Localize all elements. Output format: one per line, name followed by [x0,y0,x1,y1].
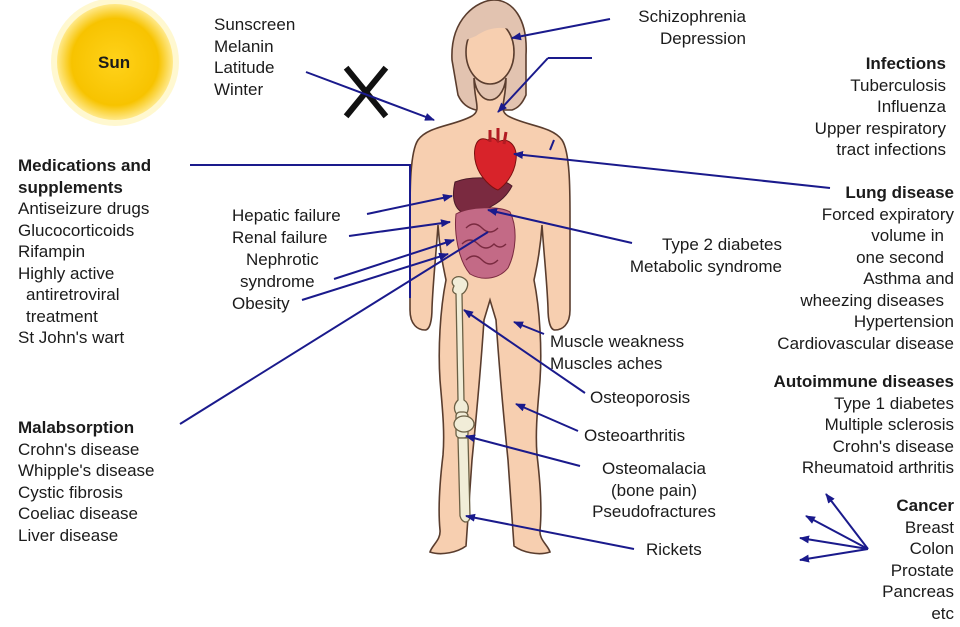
mental-disorders: Schizophrenia Depression [638,6,746,49]
medication-item: Antiseizure drugs [18,198,151,220]
cancer-item: Colon [882,538,954,560]
rickets-label: Rickets [646,539,702,561]
lung-item: Asthma and [777,268,954,290]
cancer-group: Cancer Breast Colon Prostate Pancreas et… [882,495,954,624]
malabsorption-item: Coeliac disease [18,503,154,525]
lung-item: Hypertension [777,311,954,333]
lung-item: Cardiovascular disease [777,333,954,355]
cancer-item: Pancreas [882,581,954,603]
malabsorption-item: Liver disease [18,525,154,547]
autoimmune-item: Rheumatoid arthritis [774,457,954,479]
autoimmune-item: Crohn's disease [774,436,954,458]
sun-blocking-factors: Sunscreen Melanin Latitude Winter [214,14,295,100]
medication-item: St John's wart [18,327,151,349]
metabolic-group: Type 2 diabetes Metabolic syndrome [630,234,782,277]
infections-title: Infections [815,53,946,75]
medication-item: treatment [18,306,151,328]
osteomalacia-item: Osteomalacia [584,458,724,480]
osteomalacia-group: Osteomalacia (bone pain) Pseudofractures [584,458,724,523]
malabsorption-item: Crohn's disease [18,439,154,461]
metabolic-item: Type 2 diabetes [630,234,782,256]
infection-item: tract infections [815,139,946,161]
lung-item: volume in [777,225,954,247]
autoimmune-group: Autoimmune diseases Type 1 diabetes Mult… [774,371,954,479]
autoimmune-title: Autoimmune diseases [774,371,954,393]
lung-item: one second [777,247,954,269]
cancer-item: Breast [882,517,954,539]
renal-failure-label: Renal failure [232,227,327,249]
medication-item: Rifampin [18,241,151,263]
factor-item: Latitude [214,57,295,79]
osteoarthritis-label: Osteoarthritis [584,425,685,447]
medications-title: supplements [18,177,151,199]
infections-group: Infections Tuberculosis Influenza Upper … [815,53,946,161]
malabsorption-title: Malabsorption [18,417,154,439]
mental-item: Depression [638,28,746,50]
medication-item: Glucocorticoids [18,220,151,242]
mental-item: Schizophrenia [638,6,746,28]
autoimmune-item: Type 1 diabetes [774,393,954,415]
infection-item: Influenza [815,96,946,118]
cancer-title: Cancer [882,495,954,517]
osteomalacia-item: Pseudofractures [584,501,724,523]
cancer-item: etc [882,603,954,625]
muscle-group: Muscle weakness Muscles aches [550,331,684,374]
infection-item: Upper respiratory [815,118,946,140]
malabsorption-item: Cystic fibrosis [18,482,154,504]
malabsorption-group: Malabsorption Crohn's disease Whipple's … [18,417,154,546]
sun-label: Sun [98,53,130,73]
malabsorption-item: Whipple's disease [18,460,154,482]
nephrotic-label: Nephrotic [246,249,319,271]
metabolic-item: Metabolic syndrome [630,256,782,278]
osteoporosis-label: Osteoporosis [590,387,690,409]
medication-item: Highly active [18,263,151,285]
medication-item: antiretroviral [18,284,151,306]
muscle-item: Muscles aches [550,353,684,375]
lung-disease-group: Lung disease Forced expiratory volume in… [777,182,954,354]
factor-item: Sunscreen [214,14,295,36]
cancer-item: Prostate [882,560,954,582]
medications-title: Medications and [18,155,151,177]
factor-item: Winter [214,79,295,101]
osteomalacia-item: (bone pain) [584,480,724,502]
infection-item: Tuberculosis [815,75,946,97]
nephrotic-syndrome-label: syndrome [240,271,315,293]
obesity-label: Obesity [232,293,290,315]
muscle-item: Muscle weakness [550,331,684,353]
medications-group: Medications and supplements Antiseizure … [18,155,151,349]
lung-item: wheezing diseases [777,290,954,312]
block-x-icon [348,70,384,114]
lung-title: Lung disease [777,182,954,204]
autoimmune-item: Multiple sclerosis [774,414,954,436]
lung-item: Forced expiratory [777,204,954,226]
factor-item: Melanin [214,36,295,58]
hepatic-failure-label: Hepatic failure [232,205,341,227]
